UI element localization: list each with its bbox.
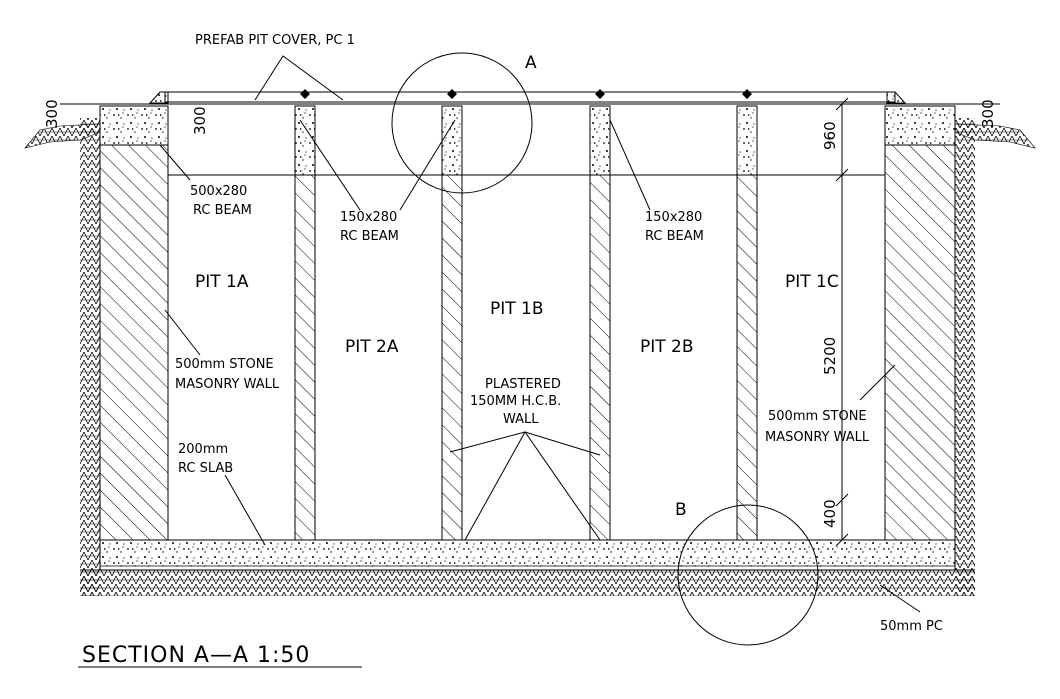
right-stone-wall (884, 144, 956, 541)
beam-small-left-label-1: 150x280 (340, 210, 397, 225)
right-rc-beam (884, 105, 956, 146)
left-wall-label-2: MASONRY WALL (175, 377, 280, 392)
beam-small-right-label-2: RC BEAM (645, 229, 704, 244)
section-title: SECTION A—A 1:50 (82, 643, 310, 668)
hcb-label-3: WALL (503, 412, 539, 427)
pit-2a-label: PIT 2A (345, 337, 399, 357)
dim-top: 960 (821, 121, 839, 150)
slab-label-1: 200mm (178, 442, 228, 457)
right-wall-label-1: 500mm STONE (768, 409, 867, 424)
beam-large-label-1: 500x280 (190, 184, 247, 199)
cover-label: PREFAB PIT COVER, PC 1 (195, 33, 355, 48)
rc-slab (99, 539, 956, 571)
beam-small-left-label-2: RC BEAM (340, 229, 399, 244)
soil (24, 118, 1036, 596)
beam-small-right-label-1: 150x280 (645, 210, 702, 225)
slab-label-2: RC SLAB (178, 461, 233, 476)
pit-1a-label: PIT 1A (195, 272, 249, 292)
pit-2b-label: PIT 2B (640, 337, 694, 357)
callout-a: A (525, 53, 537, 73)
dim-bottom: 400 (821, 499, 839, 528)
prefab-cover (60, 89, 1000, 105)
hcb-label-2: 150MM H.C.B. (470, 394, 561, 409)
detail-circle-a (391, 52, 533, 194)
beam-large-label-2: RC BEAM (193, 203, 252, 218)
dim-ground-left: 300 (43, 99, 61, 128)
pit-1b-label: PIT 1B (490, 299, 544, 319)
dim-mid: 5200 (821, 337, 839, 375)
interior-walls (294, 105, 758, 541)
left-wall-label-1: 500mm STONE (175, 357, 274, 372)
leader-lines (159, 55, 921, 613)
hcb-label-1: PLASTERED (485, 377, 561, 392)
left-rc-beam (99, 105, 169, 146)
pit-1c-label: PIT 1C (785, 272, 839, 292)
dimension-line (835, 97, 849, 547)
right-wall-label-2: MASONRY WALL (765, 430, 870, 445)
detail-circle-b (677, 504, 819, 646)
pc-label: 50mm PC (880, 619, 943, 634)
dim-ground-right: 300 (979, 99, 997, 128)
callout-b: B (675, 500, 687, 520)
dim-beam-depth: 300 (191, 106, 209, 135)
left-stone-wall (99, 144, 169, 541)
